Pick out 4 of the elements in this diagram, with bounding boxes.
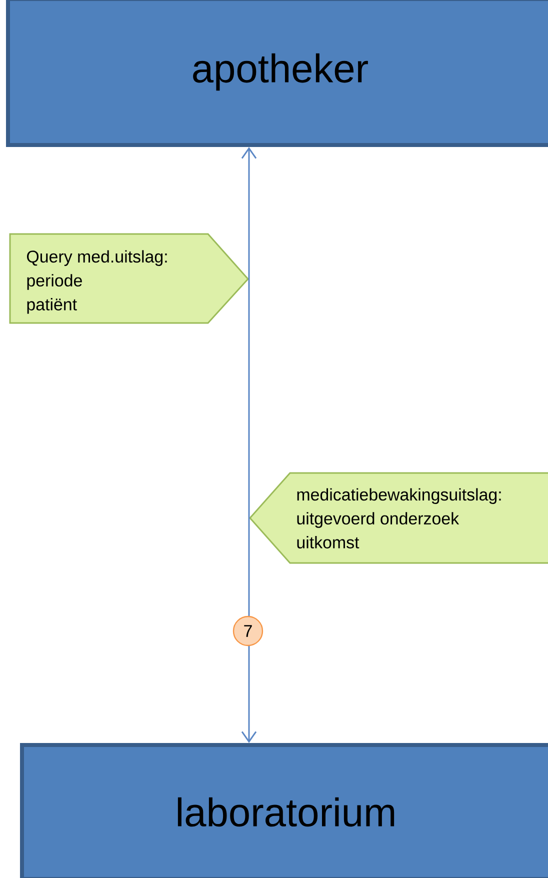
entity-box: apotheker [6,0,548,147]
entity-box: laboratorium [20,743,548,878]
edge-label: 7 [232,616,264,646]
double-arrow [241,147,257,743]
